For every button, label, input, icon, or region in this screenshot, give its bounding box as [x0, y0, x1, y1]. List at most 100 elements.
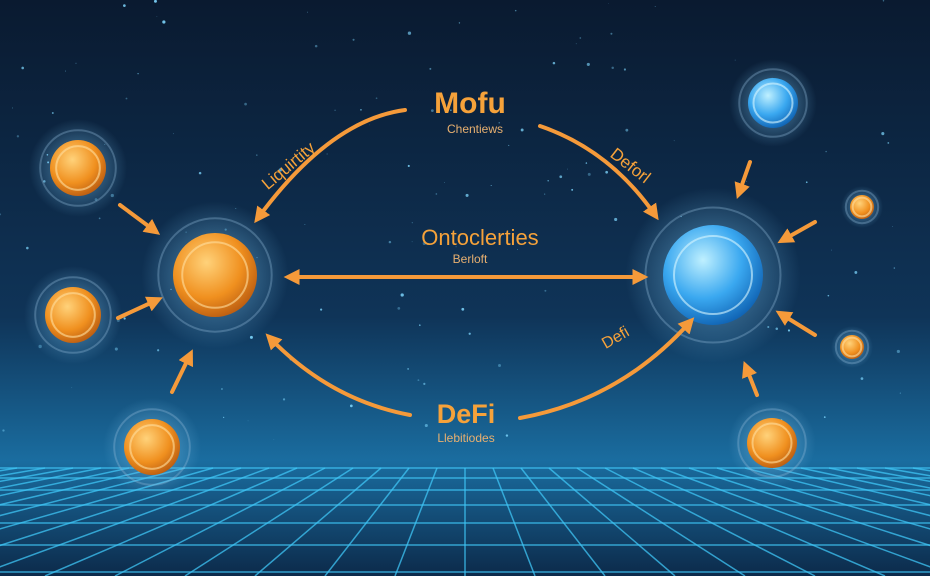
star — [21, 66, 24, 70]
star — [153, 0, 157, 3]
grid-line — [492, 467, 536, 576]
arrow-small — [170, 349, 193, 394]
star — [247, 420, 249, 422]
star — [887, 142, 890, 144]
star — [787, 329, 791, 332]
orange-coin — [103, 398, 201, 496]
star — [417, 379, 420, 382]
star — [282, 398, 286, 401]
grid-line — [0, 467, 102, 489]
star — [825, 150, 827, 153]
star — [891, 226, 893, 227]
star — [123, 4, 126, 7]
star — [307, 11, 308, 13]
star — [320, 308, 323, 311]
star — [465, 193, 469, 197]
orange-coin — [24, 266, 122, 364]
arrow-small — [734, 160, 752, 200]
star — [547, 180, 549, 182]
grid-line — [688, 467, 930, 547]
star — [605, 170, 609, 174]
orange-coin — [728, 399, 816, 487]
blue-coin — [729, 59, 817, 147]
arrow-liquidity — [254, 108, 407, 224]
star — [71, 387, 73, 389]
star — [654, 5, 656, 7]
node-subtitle-middle: Berloft — [453, 252, 488, 266]
arrow-small — [116, 296, 163, 320]
star — [51, 111, 54, 114]
node-subtitle-bottom: Llebitiodes — [437, 431, 494, 445]
star — [65, 70, 67, 72]
star — [75, 62, 77, 64]
star — [673, 140, 675, 142]
star — [314, 44, 318, 48]
grid-line — [0, 467, 270, 568]
arrow-defi-left — [265, 333, 412, 417]
star — [244, 102, 247, 106]
grid-line — [324, 467, 410, 576]
star — [278, 168, 282, 172]
star — [411, 241, 413, 243]
grid-line — [114, 467, 326, 576]
star — [587, 172, 591, 176]
grid-line — [828, 467, 930, 489]
orange-coin — [831, 326, 873, 368]
star — [423, 382, 426, 385]
star — [498, 364, 501, 368]
star — [400, 293, 404, 297]
grid-line — [548, 467, 676, 576]
star — [375, 97, 378, 100]
star — [860, 377, 864, 380]
star — [407, 164, 410, 168]
star — [12, 107, 13, 109]
star — [397, 306, 401, 310]
grid-line — [44, 467, 298, 576]
grid-line — [744, 467, 930, 517]
star — [896, 349, 900, 354]
star — [567, 168, 568, 170]
star — [256, 154, 258, 156]
star — [422, 241, 426, 246]
star — [26, 246, 29, 250]
star — [123, 317, 126, 320]
star — [172, 133, 174, 135]
grid-line — [632, 467, 886, 576]
star — [137, 72, 139, 75]
star — [458, 22, 461, 24]
star — [520, 128, 524, 132]
star — [831, 249, 832, 251]
star — [734, 59, 736, 61]
star — [608, 3, 609, 4]
orange-coin — [841, 186, 883, 228]
star — [407, 367, 410, 370]
star — [198, 171, 202, 175]
grid-line — [0, 467, 186, 517]
star — [424, 423, 428, 428]
star — [614, 217, 618, 222]
star — [273, 439, 275, 440]
star — [430, 109, 434, 112]
coins — [24, 59, 883, 496]
grid-line — [184, 467, 354, 576]
star — [505, 434, 509, 437]
arrow-small — [118, 203, 161, 235]
star — [369, 124, 371, 126]
star — [157, 349, 160, 352]
grid-line — [0, 467, 158, 506]
grid-line — [0, 467, 242, 547]
star — [514, 9, 517, 12]
star — [455, 246, 457, 248]
star — [498, 121, 501, 124]
star — [544, 289, 547, 292]
arrow-small — [777, 220, 817, 244]
star — [407, 31, 412, 35]
star — [449, 109, 452, 112]
orange-coin — [29, 119, 127, 217]
star — [611, 66, 614, 70]
star — [854, 271, 858, 274]
star — [16, 135, 20, 138]
star — [805, 181, 808, 184]
grid-line — [0, 467, 130, 497]
star — [419, 324, 421, 326]
